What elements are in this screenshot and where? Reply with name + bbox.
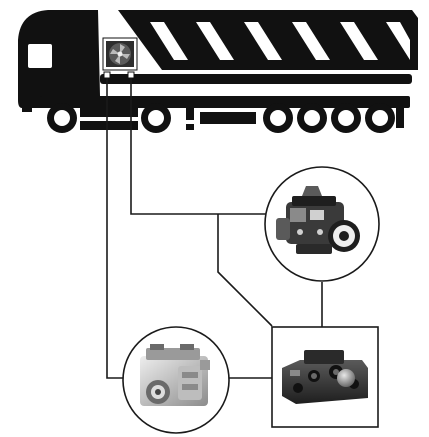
truck-silhouette (18, 10, 418, 133)
bumper-gap (22, 108, 32, 112)
piston-pump-icon (123, 327, 229, 433)
valve-block-icon (272, 327, 378, 427)
cab-window (28, 44, 52, 68)
chassis-beam (100, 74, 412, 84)
hydraulic-pump-icon (265, 167, 379, 281)
fan-cooler-icon (103, 38, 137, 78)
